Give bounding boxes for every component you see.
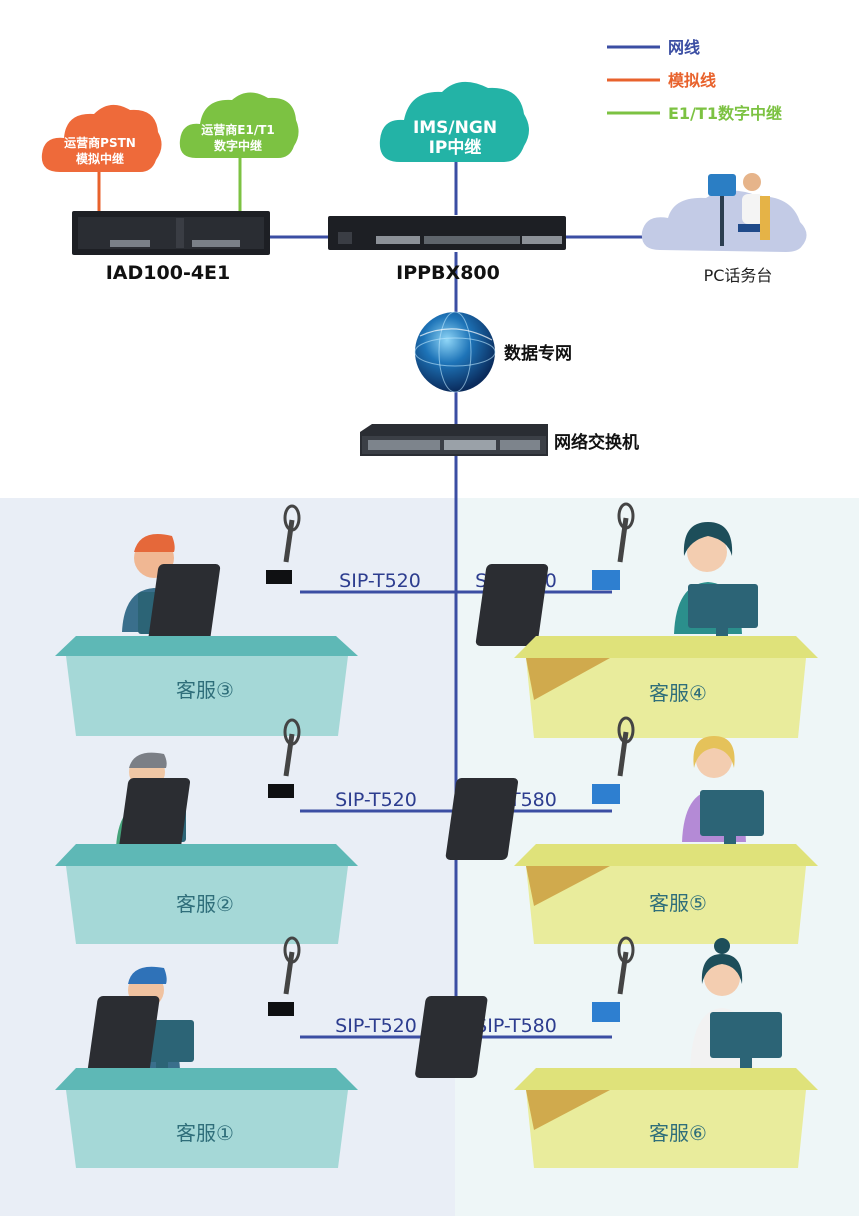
legend: 网线 模拟线 E1/T1数字中继 — [607, 38, 782, 123]
desk-label-3: 客服③ — [176, 678, 234, 702]
e1-cloud: 运营商E1/T1 数字中继 — [179, 92, 299, 158]
agent-station-2 — [55, 718, 358, 944]
iad-device — [72, 211, 270, 255]
pstn-cloud: 运营商PSTN 模拟中继 — [41, 104, 162, 172]
agent-station-4 — [475, 502, 818, 738]
e1-cloud-line2: 数字中继 — [214, 138, 262, 153]
desk-label-1: 客服① — [176, 1121, 234, 1145]
ims-cloud: IMS/NGN IP中继 — [379, 81, 529, 162]
pc-console — [641, 173, 807, 252]
ims-cloud-line2: IP中继 — [429, 137, 482, 158]
phone-model-right-row1: SIP-T580 — [475, 1015, 557, 1037]
desk-label-2: 客服② — [176, 892, 234, 916]
agent-avatar — [704, 960, 740, 996]
pc-console-label: PC话务台 — [704, 266, 773, 285]
network-label: 数据专网 — [504, 343, 572, 364]
legend-label-analog: 模拟线 — [668, 71, 716, 90]
phone-model-left-row2: SIP-T520 — [335, 789, 417, 811]
desk-label-6: 客服⑥ — [649, 1121, 707, 1145]
phone-model-left-row3: SIP-T520 — [339, 570, 421, 592]
legend-label-digital: E1/T1数字中继 — [668, 104, 782, 123]
e1-cloud-line1: 运营商E1/T1 — [201, 122, 274, 137]
agent-station-6 — [415, 936, 818, 1168]
agent-station-1 — [55, 936, 358, 1168]
agent-avatar — [696, 742, 732, 778]
desk-label-4: 客服④ — [649, 681, 707, 705]
switch-device — [360, 424, 548, 456]
pstn-cloud-line2: 模拟中继 — [76, 151, 124, 166]
phone-model-left-row1: SIP-T520 — [335, 1015, 417, 1037]
globe-icon — [414, 311, 496, 393]
ims-cloud-line1: IMS/NGN — [413, 118, 497, 138]
legend-label-net: 网线 — [668, 38, 700, 57]
desk-label-5: 客服⑤ — [649, 891, 707, 915]
agent-station-5 — [445, 716, 818, 944]
ippbx-device — [328, 216, 566, 250]
switch-label: 网络交换机 — [554, 432, 639, 453]
agent-avatar — [687, 532, 727, 572]
pstn-cloud-line1: 运营商PSTN — [64, 135, 136, 150]
agent-station-3 — [55, 504, 358, 736]
ippbx-label: IPPBX800 — [396, 262, 500, 284]
iad-label: IAD100-4E1 — [106, 262, 231, 284]
